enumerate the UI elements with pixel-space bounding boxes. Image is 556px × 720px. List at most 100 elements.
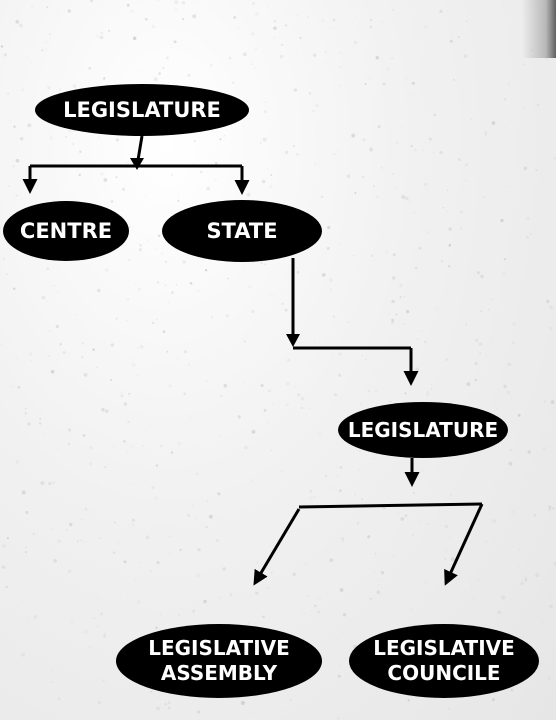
texture-speck: [193, 140, 196, 143]
texture-speck: [96, 34, 100, 38]
texture-speck: [465, 58, 466, 59]
texture-speck: [179, 548, 182, 551]
texture-speck: [465, 603, 468, 606]
texture-speck: [267, 422, 270, 424]
texture-speck: [362, 176, 365, 179]
texture-speck: [414, 148, 417, 152]
texture-speck: [548, 505, 552, 509]
texture-speck: [474, 378, 478, 382]
texture-speck: [297, 700, 299, 702]
texture-speck: [130, 483, 132, 485]
texture-speck: [21, 652, 26, 657]
texture-speck: [430, 333, 435, 338]
texture-speck: [70, 619, 74, 624]
texture-speck: [39, 577, 41, 580]
texture-speck: [52, 481, 55, 484]
texture-speck: [369, 18, 372, 22]
texture-speck: [338, 84, 341, 87]
texture-speck: [502, 3, 505, 6]
texture-speck: [250, 32, 255, 36]
texture-speck: [174, 0, 179, 5]
texture-speck: [317, 610, 321, 614]
texture-speck: [100, 612, 104, 616]
texture-speck: [447, 707, 451, 710]
texture-speck: [263, 109, 268, 114]
texture-speck: [439, 9, 443, 14]
texture-speck: [494, 482, 497, 485]
texture-speck: [7, 92, 10, 95]
texture-speck: [125, 450, 130, 454]
texture-speck: [293, 145, 295, 147]
texture-speck: [335, 639, 338, 641]
node-centre-label: CENTRE: [19, 218, 113, 243]
texture-speck: [467, 548, 469, 550]
texture-speck: [105, 268, 109, 272]
texture-speck: [327, 225, 331, 230]
texture-speck: [329, 288, 332, 291]
texture-speck: [243, 340, 246, 343]
texture-speck: [484, 305, 486, 307]
texture-speck: [402, 323, 405, 326]
texture-speck: [12, 165, 15, 168]
texture-speck: [438, 388, 440, 390]
texture-speck: [304, 566, 306, 568]
texture-speck: [217, 504, 220, 507]
texture-speck: [374, 571, 376, 573]
texture-speck: [525, 452, 526, 454]
texture-speck: [251, 309, 255, 314]
texture-speck: [72, 84, 77, 88]
texture-speck: [512, 341, 516, 345]
texture-speck: [339, 66, 342, 69]
texture-speck: [251, 429, 256, 434]
texture-speck: [524, 578, 528, 582]
texture-speck: [419, 520, 422, 523]
texture-speck: [353, 40, 358, 45]
texture-speck: [358, 450, 361, 453]
texture-speck: [103, 632, 106, 636]
texture-speck: [307, 595, 310, 597]
texture-speck: [382, 82, 386, 86]
texture-speck: [399, 296, 402, 299]
texture-speck: [137, 347, 139, 349]
texture-speck: [130, 9, 134, 13]
texture-speck: [285, 403, 289, 407]
texture-speck: [187, 73, 191, 77]
texture-speck: [123, 402, 128, 406]
texture-speck: [243, 382, 245, 384]
texture-speck: [248, 285, 252, 289]
texture-speck: [324, 51, 327, 54]
texture-speck: [17, 385, 21, 389]
texture-speck: [493, 546, 495, 548]
texture-speck: [324, 474, 328, 478]
node-assembly-line2: ASSEMBLY: [160, 661, 278, 685]
texture-speck: [187, 513, 191, 517]
texture-speck: [211, 316, 214, 319]
texture-speck: [444, 548, 448, 552]
texture-speck: [547, 676, 552, 681]
texture-speck: [182, 32, 184, 34]
texture-speck: [26, 617, 29, 620]
texture-speck: [142, 445, 144, 447]
texture-speck: [171, 442, 173, 444]
texture-speck: [547, 535, 551, 540]
texture-speck: [196, 289, 200, 293]
texture-speck: [410, 144, 414, 148]
texture-speck: [132, 36, 137, 41]
texture-speck: [24, 550, 28, 554]
texture-speck: [210, 63, 213, 67]
texture-speck: [206, 186, 211, 191]
texture-speck: [363, 5, 365, 7]
texture-speck: [284, 24, 288, 27]
texture-speck: [470, 118, 473, 121]
node-state-legislature: LEGISLATURE: [338, 402, 508, 458]
texture-speck: [203, 599, 207, 604]
texture-speck: [67, 428, 72, 432]
texture-speck: [433, 113, 436, 116]
texture-speck: [126, 319, 129, 322]
texture-speck: [83, 373, 88, 377]
texture-speck: [8, 185, 11, 187]
texture-speck: [492, 529, 496, 532]
texture-speck: [30, 478, 33, 480]
texture-speck: [46, 267, 50, 271]
texture-speck: [458, 158, 461, 161]
